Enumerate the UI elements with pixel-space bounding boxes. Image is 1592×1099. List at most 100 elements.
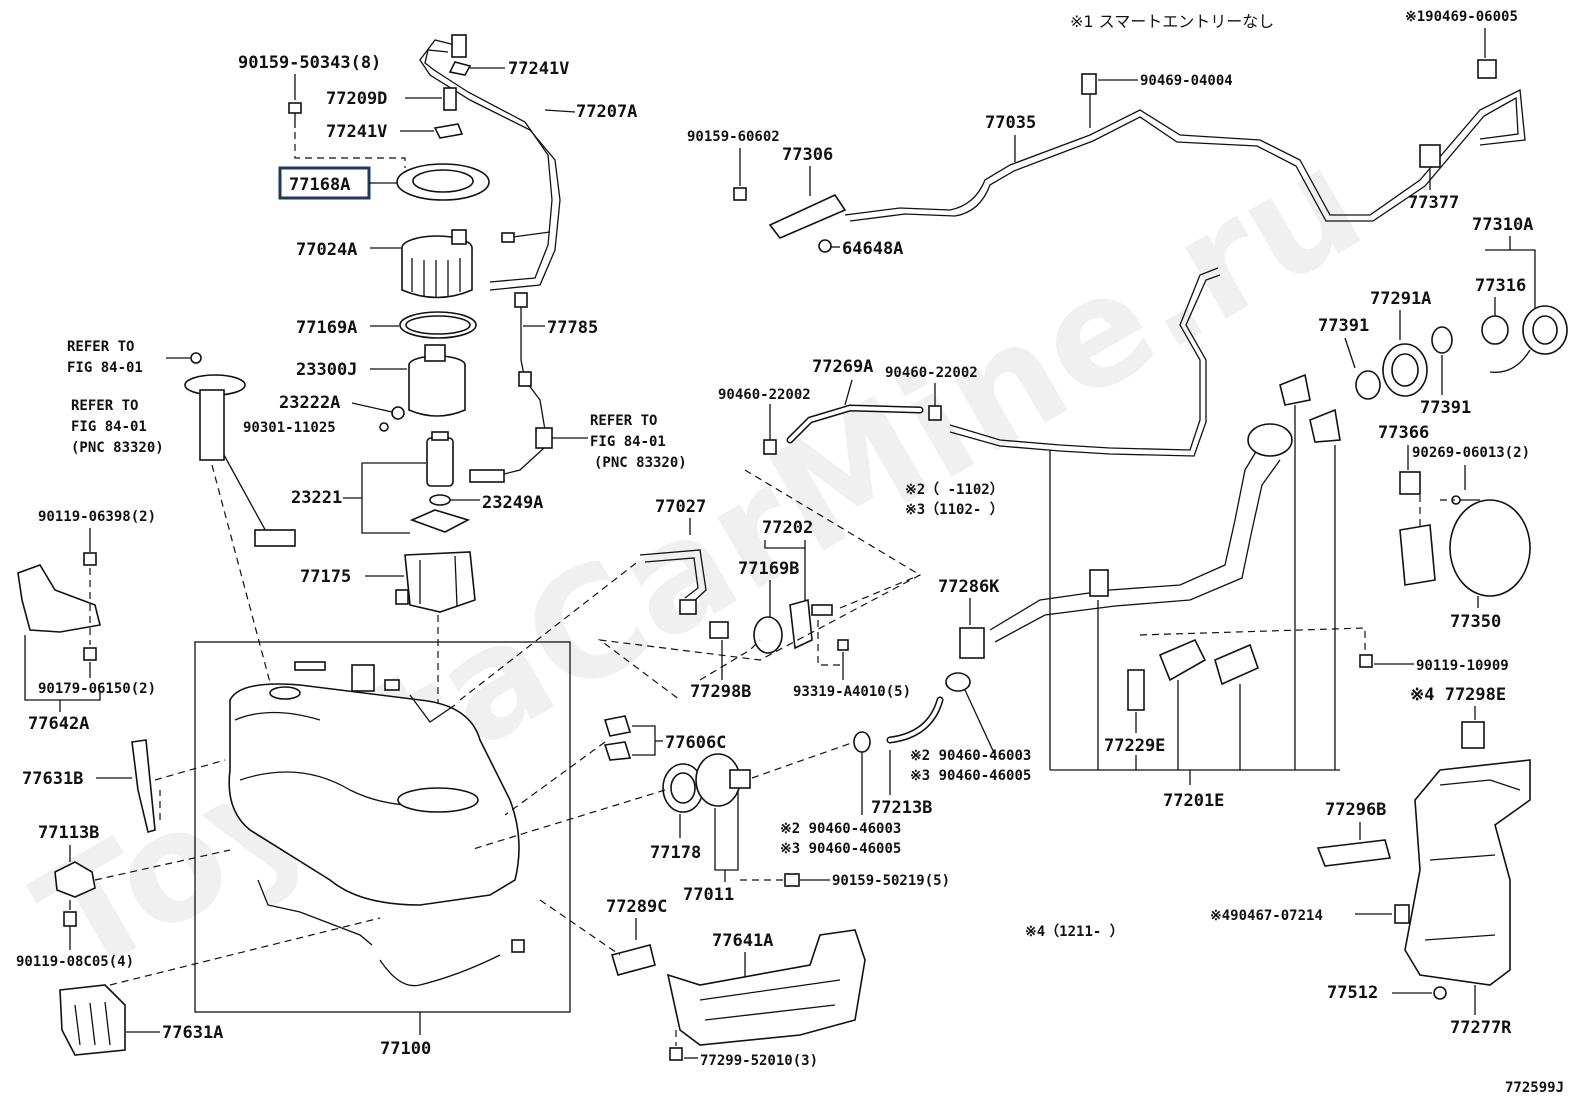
label-90469-04004[interactable]: 90469-04004: [1140, 73, 1233, 89]
sender-flange-77202[interactable]: [789, 598, 833, 650]
label-77631a[interactable]: 77631A: [162, 1023, 223, 1043]
label-23249a[interactable]: 23249A: [482, 493, 543, 513]
label-90467-07214[interactable]: ※490467-07214: [1210, 908, 1323, 924]
label-77298e[interactable]: ※4 77298E: [1410, 685, 1506, 705]
label-90469-06005[interactable]: ※190469-06005: [1405, 9, 1518, 25]
strap-77631b[interactable]: [131, 739, 156, 833]
label-77310a[interactable]: 77310A: [1472, 215, 1533, 235]
filler-pipe[interactable]: [989, 423, 1293, 643]
bolt-90159-60602[interactable]: [733, 187, 747, 201]
clamp-hose-a[interactable]: [945, 672, 971, 692]
label-90301-11025[interactable]: 90301-11025: [243, 420, 336, 436]
clip-77606c-b[interactable]: [603, 741, 632, 761]
label-77213b[interactable]: 77213B: [871, 798, 932, 818]
label-77178[interactable]: 77178: [650, 843, 701, 863]
ring-77391-b[interactable]: [1431, 326, 1453, 354]
label-90159-60602[interactable]: 90159-60602: [687, 129, 780, 145]
ring-77391-a[interactable]: [1355, 370, 1381, 400]
refer-3-line3[interactable]: (PNC 83320): [594, 455, 687, 471]
label-90460-46005-a[interactable]: ※3 90460-46005: [910, 768, 1031, 784]
label-77512[interactable]: 77512: [1327, 983, 1378, 1003]
refer-2-line2[interactable]: FIG 84-01: [71, 419, 147, 435]
label-77377[interactable]: 77377: [1408, 193, 1459, 213]
connector-77286k[interactable]: [959, 627, 985, 659]
label-90460-46003-a[interactable]: ※2 90460-46003: [910, 748, 1031, 764]
connector-77298e[interactable]: [1461, 721, 1485, 749]
label-77286k[interactable]: 77286K: [938, 577, 1000, 597]
label-77168a[interactable]: 77168A: [289, 175, 350, 195]
label-77291a[interactable]: 77291A: [1370, 289, 1431, 309]
bolt-90119-08c05[interactable]: [63, 911, 77, 927]
label-77316[interactable]: 77316: [1475, 276, 1526, 296]
pump-bracket-77175[interactable]: [395, 551, 476, 613]
clamp-90469-04004[interactable]: [1081, 73, 1097, 95]
protector-77641a[interactable]: [666, 929, 866, 1046]
label-90159-50343[interactable]: 90159-50343(8): [238, 53, 381, 73]
label-90119-10909[interactable]: 90119-10909: [1416, 658, 1509, 674]
label-77241v-b[interactable]: 77241V: [326, 122, 387, 142]
wire-harness-77785[interactable]: [469, 292, 553, 483]
label-77296b[interactable]: 77296B: [1325, 800, 1386, 820]
bolt-90119-10909[interactable]: [1359, 654, 1373, 668]
label-64648a[interactable]: 64648A: [842, 239, 903, 259]
refer-3-line2[interactable]: FIG 84-01: [590, 434, 666, 450]
gasket-77169a[interactable]: [399, 311, 477, 339]
fuel-tank-77100[interactable]: [228, 661, 520, 906]
label-90119-06398[interactable]: 90119-06398(2): [38, 509, 156, 525]
bolt-77299[interactable]: [669, 1047, 683, 1061]
label-93319-a4010[interactable]: 93319-A4010(5): [793, 684, 911, 700]
label-90159-50219[interactable]: 90159-50219(5): [832, 873, 950, 889]
label-77391-a[interactable]: 77391: [1318, 316, 1369, 336]
clip-77512[interactable]: [1433, 986, 1447, 1000]
label-77306[interactable]: 77306: [782, 145, 833, 165]
label-77202[interactable]: 77202: [762, 518, 813, 538]
clip-77366[interactable]: [1399, 471, 1421, 495]
clamp-90460-22002-a[interactable]: [763, 439, 777, 455]
clip-90467[interactable]: [1394, 904, 1410, 924]
label-77606c[interactable]: 77606C: [665, 733, 726, 753]
fuel-tube-77207a[interactable]: [419, 34, 561, 291]
clamp-77241v-a[interactable]: [448, 61, 472, 76]
connector-77298b[interactable]: [709, 621, 729, 639]
label-77631b[interactable]: 77631B: [22, 769, 83, 789]
refer-1-line1[interactable]: REFER TO: [67, 339, 134, 355]
label-77175[interactable]: 77175: [300, 567, 351, 587]
screw-93319[interactable]: [837, 639, 849, 651]
inlet-77291a[interactable]: [1382, 343, 1428, 397]
label-90460-22002-a[interactable]: 90460-22002: [718, 387, 811, 403]
label-77289c[interactable]: 77289C: [606, 897, 667, 917]
protector-77631a[interactable]: [59, 984, 126, 1056]
label-77350[interactable]: 77350: [1450, 612, 1501, 632]
clamp-90469-06005[interactable]: [1477, 59, 1497, 79]
label-77785[interactable]: 77785: [547, 318, 598, 338]
label-90179-06150[interactable]: 90179-06150(2): [38, 681, 156, 697]
label-77201e[interactable]: 77201E: [1163, 791, 1224, 811]
liner-77277r[interactable]: [1404, 759, 1531, 986]
label-77641a[interactable]: 77641A: [712, 931, 773, 951]
label-77169b[interactable]: 77169B: [738, 559, 799, 579]
fuel-pump-23221[interactable]: [426, 431, 454, 487]
label-77298b[interactable]: 77298B: [690, 682, 751, 702]
fuel-cap-77310a[interactable]: [1489, 305, 1568, 373]
label-77011[interactable]: 77011: [683, 885, 734, 905]
bolt-90119-06398[interactable]: [83, 552, 97, 566]
label-77113b[interactable]: 77113B: [38, 823, 99, 843]
label-77229e[interactable]: 77229E: [1104, 736, 1165, 756]
label-90460-22002-b[interactable]: 90460-22002: [885, 365, 978, 381]
regulator-23222a[interactable]: [391, 406, 405, 420]
connector-77229e[interactable]: [1127, 669, 1145, 711]
label-90460-46003-b[interactable]: ※2 90460-46003: [780, 821, 901, 837]
clamp-hose-b[interactable]: [853, 731, 871, 753]
label-77024a[interactable]: 77024A: [296, 240, 357, 260]
hose-77269a[interactable]: [786, 404, 924, 444]
label-77391-b[interactable]: 77391: [1420, 398, 1471, 418]
oring-23249a[interactable]: [429, 494, 451, 506]
refer-2-line3[interactable]: (PNC 83320): [71, 440, 164, 456]
cover-77011[interactable]: [695, 753, 751, 807]
label-23300j[interactable]: 23300J: [296, 360, 357, 380]
label-77209d[interactable]: 77209D: [326, 89, 387, 109]
label-23221[interactable]: 23221: [291, 488, 342, 508]
label-90460-46005-b[interactable]: ※3 90460-46005: [780, 841, 901, 857]
bolt-90159-50343[interactable]: [288, 102, 302, 128]
release-cable-77035[interactable]: [844, 88, 1526, 222]
